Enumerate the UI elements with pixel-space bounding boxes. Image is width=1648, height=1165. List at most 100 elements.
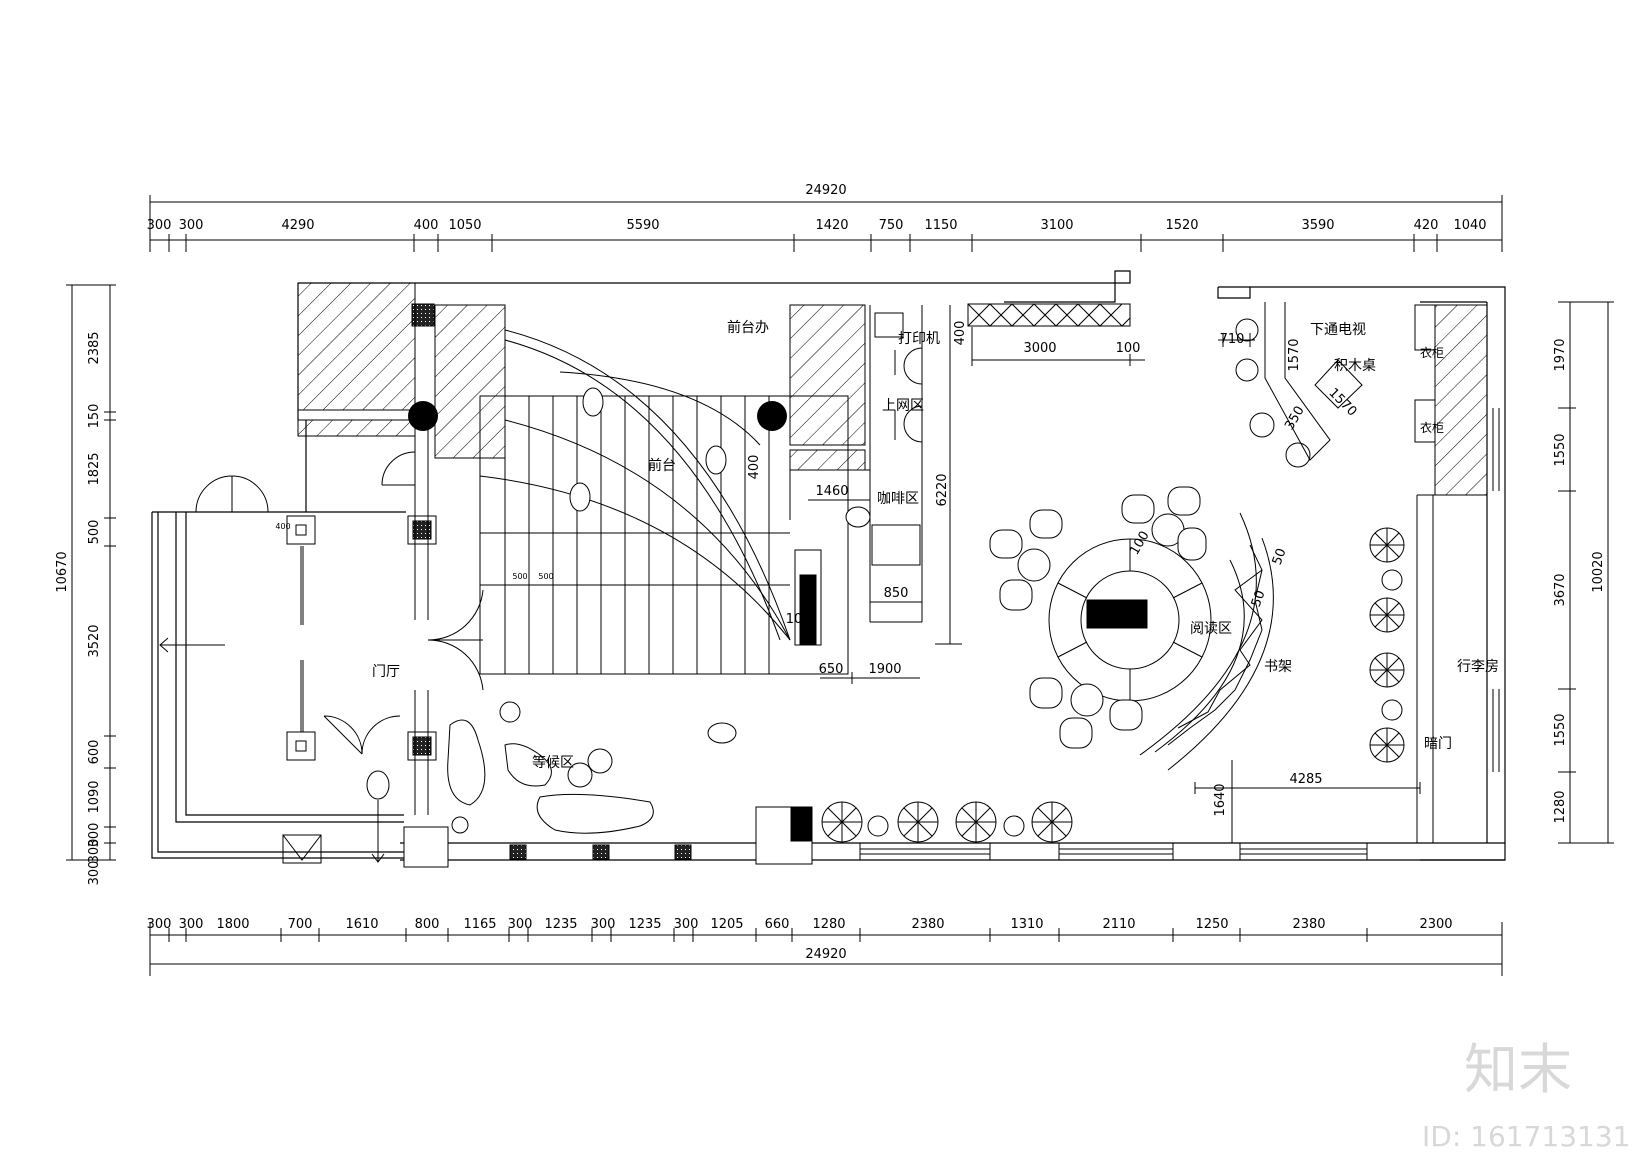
top-dim-label: 1040 — [1453, 218, 1486, 233]
bottom-dim-label: 2110 — [1102, 917, 1135, 932]
room-label-reception: 前台 — [648, 457, 676, 474]
right-dimension-labels: 10020 1970 1550 3670 1550 1280 — [1553, 338, 1606, 823]
bottom-dim-label: 300 — [591, 917, 616, 932]
bottom-dimension-lines — [149, 922, 1503, 976]
bottom-dim-label: 2300 — [1419, 917, 1452, 932]
left-dim-label: 300 — [87, 839, 102, 864]
interior-dim-label: 3000 — [1023, 341, 1056, 356]
people-figures — [366, 387, 871, 800]
bottom-dim-label: 300 — [674, 917, 699, 932]
bottom-dim-label: 300 — [508, 917, 533, 932]
service-counters — [789, 305, 962, 645]
interior-dim-label: 350 — [1282, 404, 1307, 433]
watermark-id: ID: 161713131 — [1422, 1120, 1630, 1153]
reading-table — [1048, 538, 1212, 702]
right-dimension-lines — [1558, 301, 1614, 844]
interior-dim-label: 400 — [275, 522, 290, 531]
bottom-dim-label: 2380 — [911, 917, 944, 932]
room-label-front-office: 前台办 — [727, 319, 769, 336]
left-dim-label: 300 — [87, 823, 102, 848]
room-labels: 前台办 打印机 上网区 咖啡区 前台 门厅 等候区 阅读区 书架 行李房 下通电… — [372, 319, 1499, 771]
right-dim-label: 1280 — [1553, 790, 1568, 823]
watermark-brand: 知末 — [1464, 1038, 1572, 1101]
left-dim-label: 2385 — [87, 331, 102, 364]
top-dim-label: 1520 — [1165, 218, 1198, 233]
top-dim-label: 400 — [414, 218, 439, 233]
right-windows — [1492, 408, 1500, 772]
top-dim-label: 1150 — [924, 218, 957, 233]
bottom-lounge-seats — [821, 801, 1073, 843]
room-label-side-door: 暗门 — [1424, 736, 1452, 752]
left-dim-label: 3520 — [87, 624, 102, 657]
interior-dim-label: 500 — [538, 572, 553, 581]
right-dim-label: 3670 — [1553, 573, 1568, 606]
top-dimension-labels: 24920 300 300 4290 400 1050 5590 1420 75… — [147, 183, 1487, 233]
room-label-luggage: 行李房 — [1457, 659, 1499, 675]
top-dim-label: 300 — [147, 218, 172, 233]
top-dim-label: 3590 — [1301, 218, 1334, 233]
right-dim-label: 1550 — [1553, 433, 1568, 466]
interior-dim-label: 4285 — [1289, 772, 1322, 787]
top-dim-label: 1050 — [448, 218, 481, 233]
right-total-label: 10020 — [1591, 551, 1606, 592]
room-label-waiting: 等候区 — [532, 754, 574, 771]
room-label-cafe: 咖啡区 — [877, 491, 919, 507]
room-label-blocks: 积木桌 — [1334, 358, 1376, 374]
interior-dim-label: 400 — [953, 321, 968, 346]
bottom-dim-label: 300 — [147, 917, 172, 932]
top-dim-label: 1420 — [815, 218, 848, 233]
waiting-furniture — [447, 701, 654, 834]
top-dim-label: 4290 — [281, 218, 314, 233]
interior-dim-label: 6220 — [935, 473, 950, 506]
interior-dim-label: 100 — [1116, 341, 1141, 356]
interior-dim-label: 1640 — [1213, 783, 1228, 816]
left-dim-label: 150 — [87, 404, 102, 429]
bottom-total-label: 24920 — [805, 947, 846, 962]
interior-dim-label: 850 — [884, 586, 909, 601]
top-dimension-lines — [149, 195, 1503, 252]
reading-chairs — [989, 486, 1207, 749]
top-wall-shelf — [967, 303, 1131, 327]
top-total-label: 24920 — [805, 183, 846, 198]
bottom-dim-label: 300 — [179, 917, 204, 932]
bottom-dim-label: 1310 — [1010, 917, 1043, 932]
interior-dim-label: 400 — [747, 455, 762, 480]
right-dim-label: 1550 — [1553, 713, 1568, 746]
interior-dim-label: 710 — [1220, 332, 1245, 347]
top-dim-label: 5590 — [626, 218, 659, 233]
bottom-dim-label: 2380 — [1292, 917, 1325, 932]
room-label-tv: 下通电视 — [1310, 322, 1366, 338]
interior-dim-label: 1460 — [815, 484, 848, 499]
left-dim-label: 500 — [87, 520, 102, 545]
bottom-dim-label: 660 — [765, 917, 790, 932]
lobby-walls — [159, 300, 484, 864]
left-dim-label: 600 — [87, 740, 102, 765]
left-dimension-labels: 10670 2385 150 1825 500 3520 600 1090 30… — [55, 331, 102, 885]
interior-dim-label: 50 — [1249, 588, 1269, 609]
bottom-dim-label: 700 — [288, 917, 313, 932]
left-dim-label: 1825 — [87, 452, 102, 485]
left-dimension-lines — [66, 284, 116, 861]
bottom-dim-label: 1800 — [216, 917, 249, 932]
bottom-dim-label: 1280 — [812, 917, 845, 932]
luggage-seating — [1369, 527, 1405, 763]
room-label-cabinet: 衣柜 — [1420, 420, 1444, 435]
bottom-dim-label: 800 — [415, 917, 440, 932]
interior-dimension-lines — [808, 327, 1421, 843]
interior-dim-label: 10 — [786, 612, 803, 627]
bottom-dim-label: 1165 — [463, 917, 496, 932]
top-dim-label: 750 — [879, 218, 904, 233]
room-label-internet: 上网区 — [882, 398, 924, 414]
hatched-zones — [297, 282, 1488, 496]
room-label-bookshelf: 书架 — [1264, 659, 1292, 675]
interior-dim-label: 1900 — [868, 662, 901, 677]
interior-dim-label: 1570 — [1287, 338, 1302, 371]
room-label-printer: 打印机 — [898, 330, 940, 347]
right-dim-label: 1970 — [1553, 338, 1568, 371]
interior-dim-label: 100 — [1127, 529, 1152, 558]
top-dim-label: 3100 — [1040, 218, 1073, 233]
bottom-dim-label: 1610 — [345, 917, 378, 932]
interior-dim-label: 500 — [512, 572, 527, 581]
